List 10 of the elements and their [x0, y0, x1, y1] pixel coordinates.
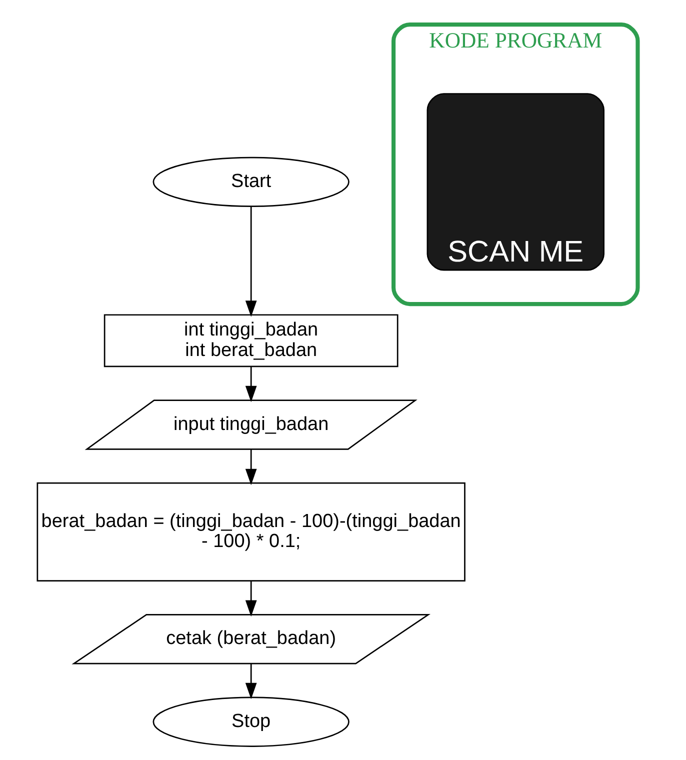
node-box: berat_badan = (tinggi_badan - 100)-(tinggi_badan - 100) * 0.1;: [36, 482, 466, 582]
arrow: [245, 207, 257, 317]
node-box: SCAN ME: [426, 93, 604, 271]
node-box: int tinggi_badan int berat_badan: [104, 314, 398, 368]
arrow: [245, 449, 257, 486]
arrow: [245, 581, 257, 617]
node-ellipse: Stop: [152, 696, 350, 747]
arrow: [245, 366, 257, 402]
node-ellipse: Start: [152, 156, 350, 208]
arrow: [245, 664, 257, 700]
